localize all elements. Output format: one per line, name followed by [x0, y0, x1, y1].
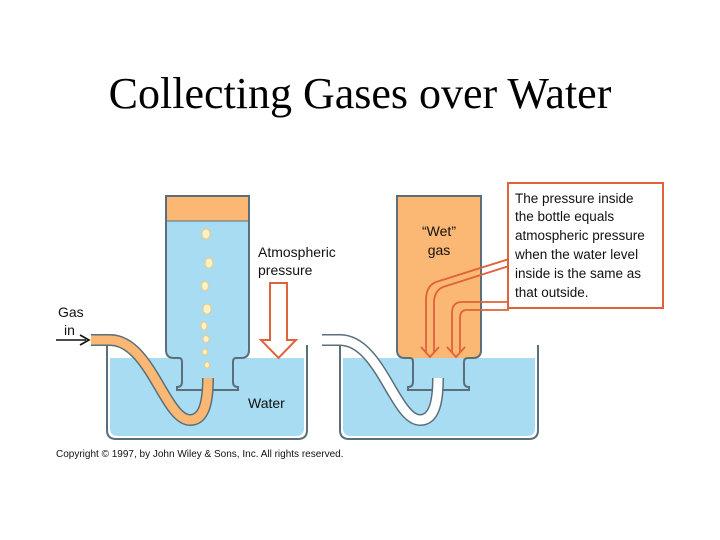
callout-connector-left	[425, 258, 510, 352]
copyright-notice: Copyright © 1997, by John Wiley & Sons, …	[56, 449, 344, 460]
callout-connector-left	[433, 265, 510, 352]
callout-line: when the water level	[514, 247, 638, 262]
gas-bubbles	[200, 228, 214, 369]
wet-gas-label: gas	[428, 242, 451, 258]
right-trough	[339, 345, 539, 440]
callout-line: The pressure inside	[515, 191, 634, 206]
callout-line: that outside.	[515, 285, 589, 300]
callout-connector-right	[451, 301, 509, 352]
callout-connectors	[420, 258, 510, 359]
left-bottle-water	[166, 221, 249, 386]
left-gas-tube	[91, 335, 213, 425]
gas-bubble	[200, 321, 208, 331]
left-bottle-gas	[167, 197, 248, 221]
atmospheric-pressure-label: pressure	[258, 262, 313, 278]
wet-gas-label: “Wet”	[422, 223, 456, 239]
callout-connector-left	[420, 346, 440, 359]
page-title: Collecting Gases over Water	[108, 69, 612, 118]
gas-bubble	[202, 335, 210, 343]
left-bottle	[165, 195, 250, 391]
gas-bubble	[201, 281, 209, 291]
gas-bubble	[204, 257, 214, 269]
gas-in-label: Gas	[58, 304, 84, 320]
gas-bubble	[202, 303, 212, 315]
callout-line: the bottle equals	[515, 209, 614, 224]
right-bottle	[396, 195, 482, 391]
gas-in-arrow	[56, 334, 91, 346]
gas-bubble	[204, 361, 210, 369]
atmospheric-pressure-label: Atmospheric	[258, 244, 336, 260]
callout-line: atmospheric pressure	[515, 228, 645, 243]
callout-connector-right	[446, 346, 466, 359]
callout-text: The pressure inside the bottle equals at…	[514, 191, 645, 300]
gas-bubble	[202, 348, 208, 356]
callout-connector-right	[459, 309, 509, 352]
atmospheric-pressure-arrow	[258, 282, 299, 360]
left-apparatus: Gas in Atmospheric pressure Water	[56, 195, 336, 440]
water-label: Water	[248, 395, 285, 411]
left-trough	[106, 345, 308, 440]
right-tube	[322, 335, 443, 425]
callout-box	[507, 182, 664, 309]
right-apparatus: The pressure inside the bottle equals at…	[322, 182, 664, 440]
gas-bubble	[201, 228, 211, 240]
gas-in-label: in	[64, 322, 75, 338]
callout-line: inside is the same as	[515, 266, 641, 281]
